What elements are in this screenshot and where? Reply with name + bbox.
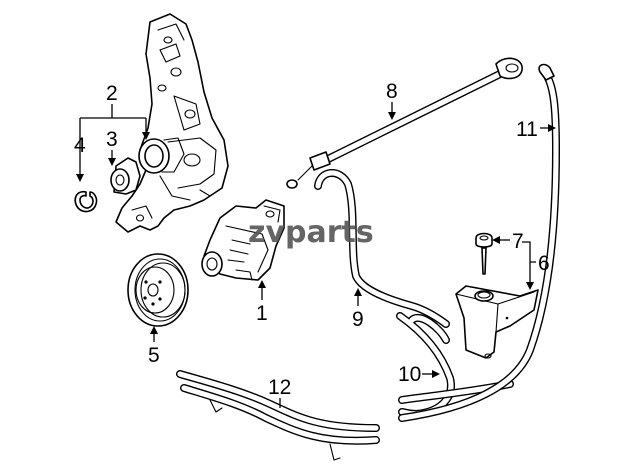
reservoir[interactable] bbox=[455, 285, 539, 359]
callout-1[interactable]: 1 bbox=[256, 302, 268, 325]
callout-9[interactable]: 9 bbox=[352, 308, 364, 331]
cooler-line[interactable] bbox=[176, 370, 380, 461]
callout-11[interactable]: 11 bbox=[516, 118, 538, 141]
bushing[interactable] bbox=[110, 157, 141, 195]
snap-ring[interactable] bbox=[74, 190, 98, 213]
leader-lines bbox=[76, 102, 556, 408]
callout-7[interactable]: 7 bbox=[512, 230, 524, 253]
callout-3[interactable]: 3 bbox=[106, 128, 118, 151]
callout-5[interactable]: 5 bbox=[148, 344, 160, 367]
callout-12[interactable]: 12 bbox=[268, 376, 291, 399]
callout-6[interactable]: 6 bbox=[538, 252, 550, 275]
cooler-hose[interactable] bbox=[398, 63, 560, 422]
callout-2[interactable]: 2 bbox=[106, 82, 118, 105]
callout-8[interactable]: 8 bbox=[386, 80, 398, 103]
callout-labels: 1 2 3 4 5 6 7 8 9 10 11 12 bbox=[74, 80, 550, 399]
reservoir-cap[interactable] bbox=[475, 232, 493, 275]
watermark: zvparts bbox=[248, 215, 374, 250]
mounting-bracket[interactable] bbox=[115, 13, 229, 233]
callout-4[interactable]: 4 bbox=[74, 134, 86, 157]
callout-10[interactable]: 10 bbox=[398, 363, 421, 386]
power-steering-pump[interactable] bbox=[201, 199, 285, 281]
pressure-hose[interactable] bbox=[286, 57, 523, 189]
pulley[interactable] bbox=[127, 253, 189, 327]
supply-hose[interactable] bbox=[314, 169, 450, 328]
